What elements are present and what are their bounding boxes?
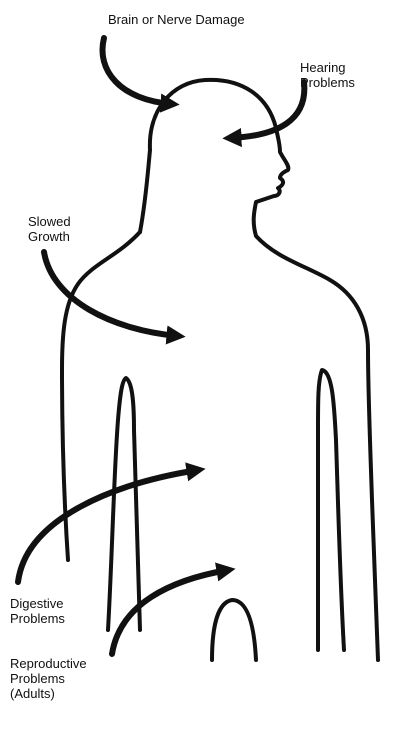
brain-arrow: [102, 38, 172, 104]
reproductive-arrow: [112, 570, 228, 654]
label-digestive-problems: Digestive Problems: [10, 596, 65, 626]
label-brain-damage: Brain or Nerve Damage: [108, 12, 245, 27]
left-arm-inner: [108, 378, 140, 630]
label-hearing-problems: Hearing Problems: [300, 60, 355, 90]
label-slowed-growth: Slowed Growth: [28, 214, 71, 244]
leg-arch: [212, 600, 256, 660]
label-reproductive-problems: Reproductive Problems (Adults): [10, 656, 87, 701]
right-arm-inner: [318, 370, 344, 650]
digestive-arrow: [18, 470, 198, 582]
